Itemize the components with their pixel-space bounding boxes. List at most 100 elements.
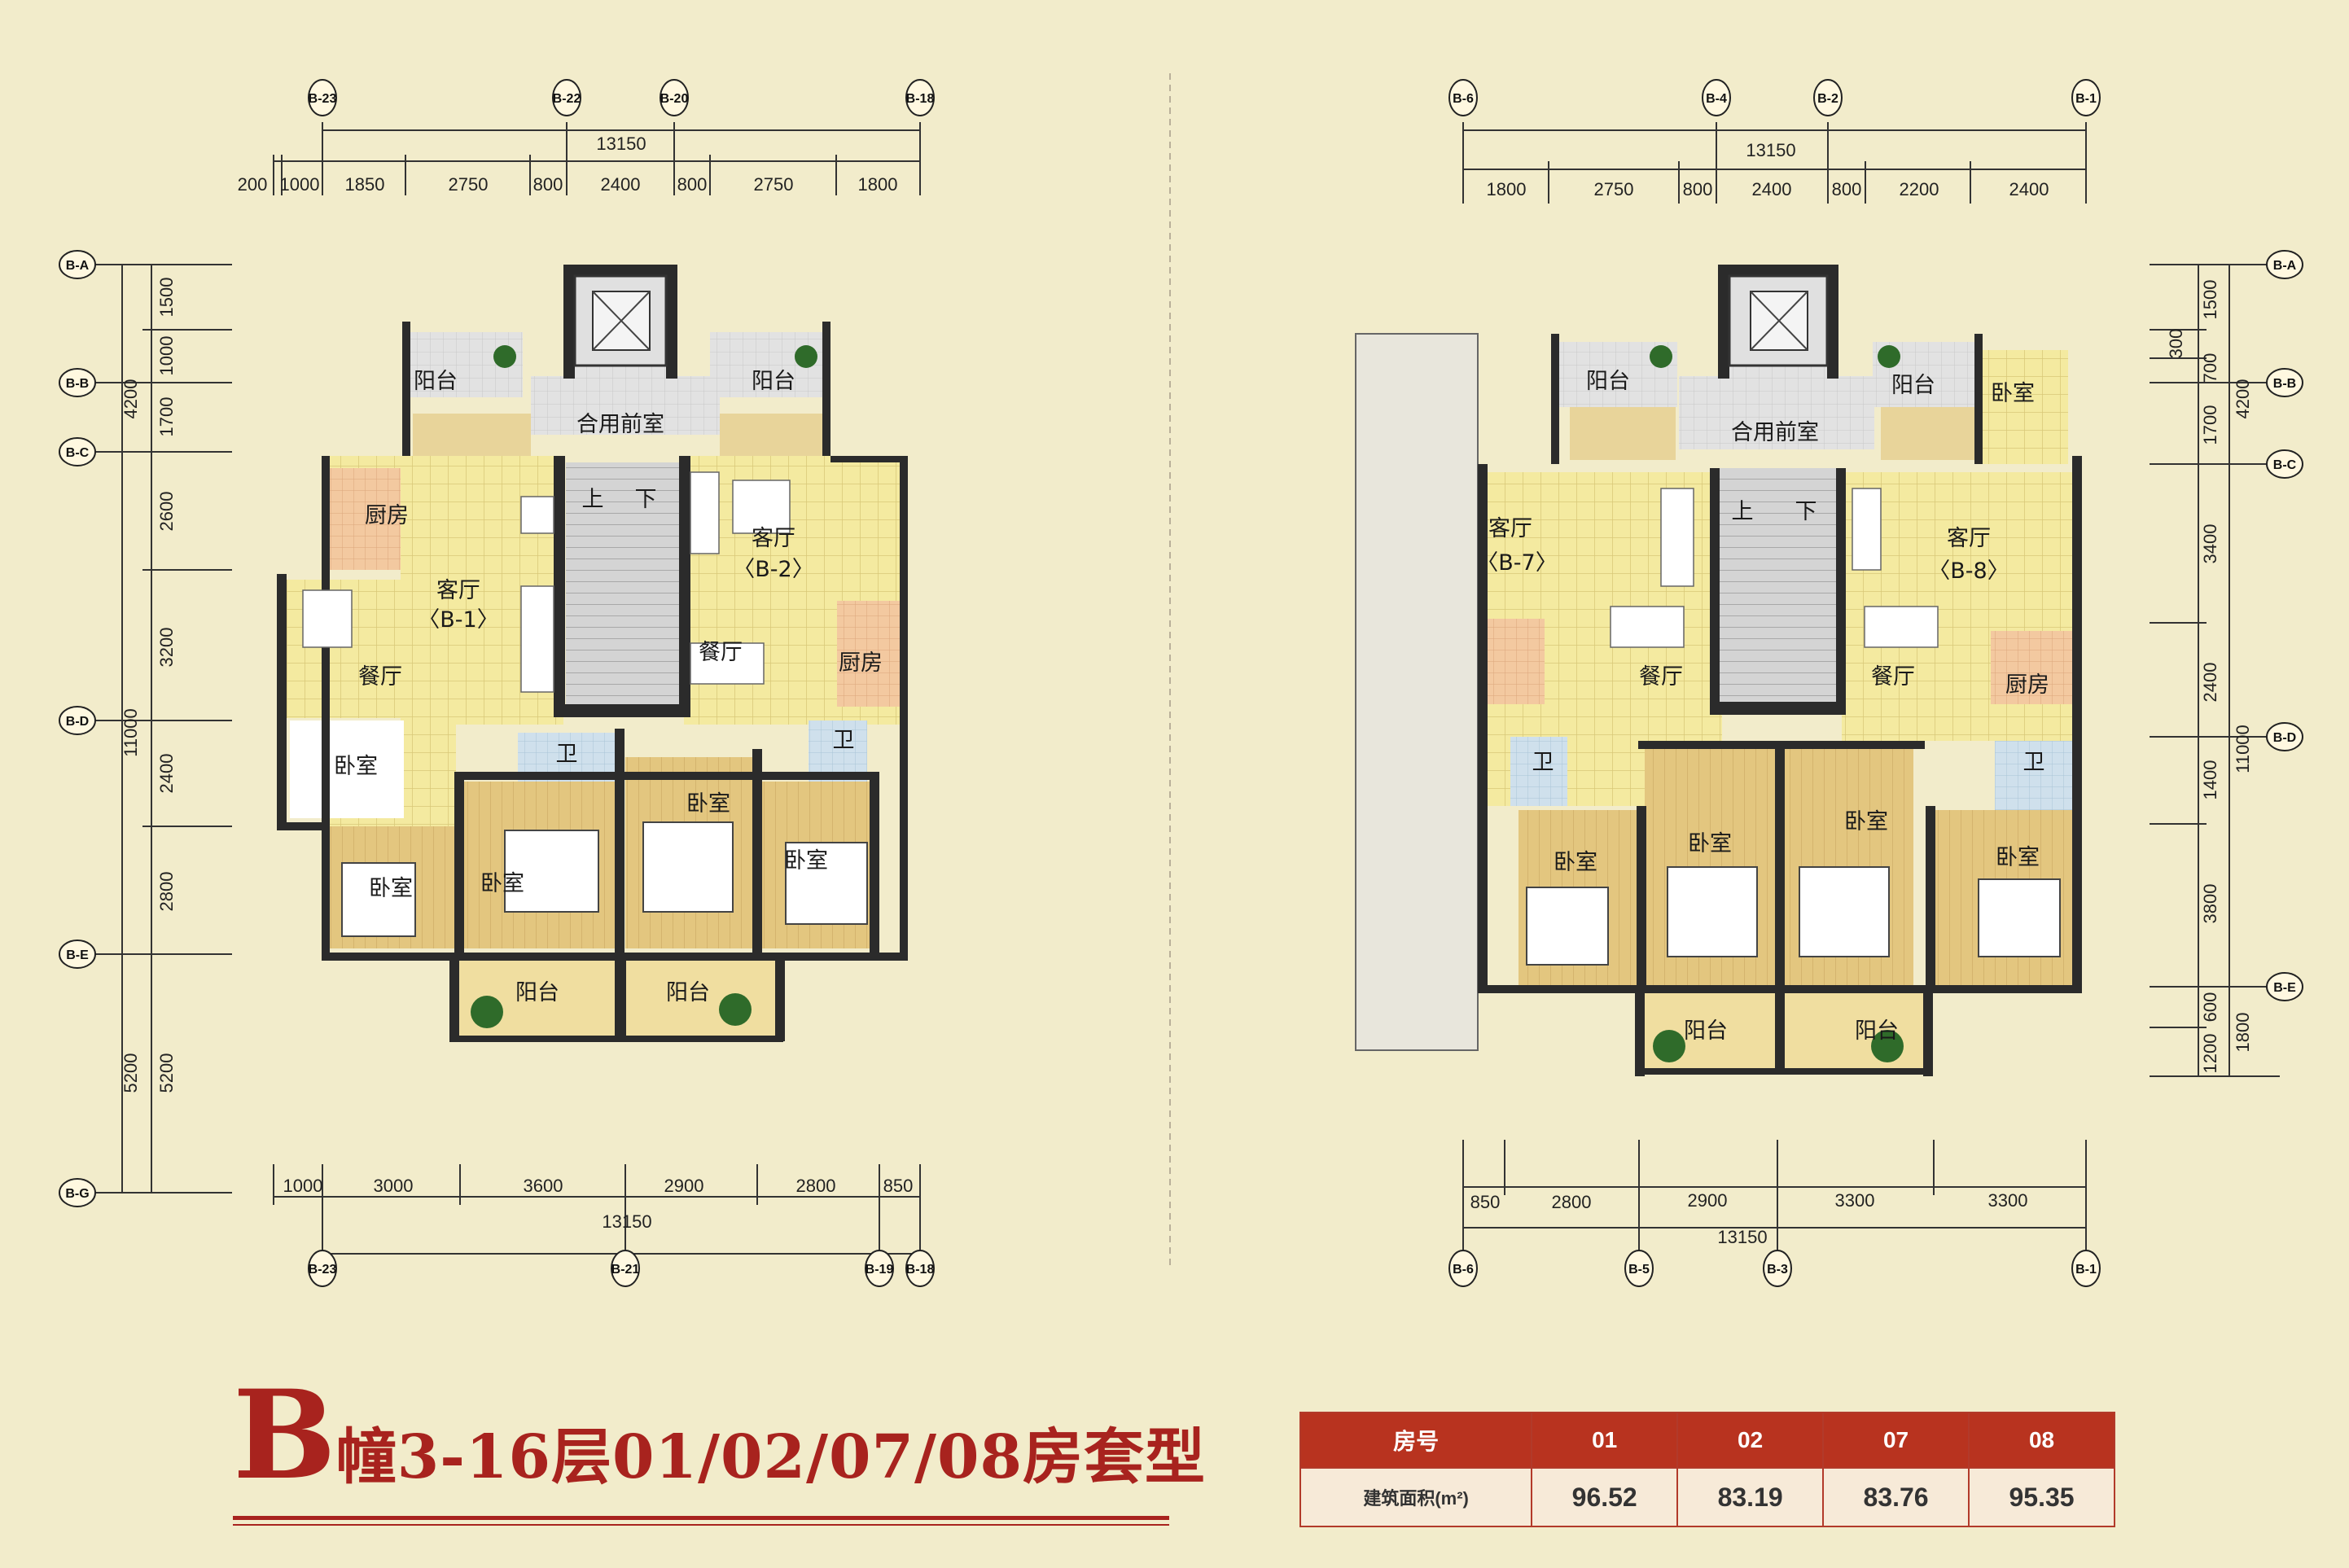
area-table-row: 建筑面积(m²) 96.52 83.19 83.76 95.35	[1299, 1467, 2115, 1527]
dim-bottom-5: 2800	[796, 1176, 836, 1196]
grid-label: B-22	[553, 92, 581, 106]
unit-label: 〈B-1〉	[418, 607, 498, 633]
stair-down-label: 下	[635, 487, 657, 512]
room-dining: 餐厅	[1871, 664, 1915, 690]
dim-left-4: 2600	[156, 492, 177, 532]
room-bedroom: 卧室	[1688, 831, 1732, 856]
grid-label: B-23	[309, 92, 337, 106]
dim-top-6: 2400	[601, 174, 641, 195]
dim-right-8: 3800	[2200, 884, 2220, 924]
room-bedroom: 卧室	[369, 876, 413, 901]
room-balcony: 阳台	[1855, 1018, 1899, 1044]
area-value: 95.35	[1968, 1467, 2115, 1527]
room-bedroom: 卧室	[1844, 809, 1888, 834]
area-value: 83.19	[1676, 1467, 1825, 1527]
area-table-header: 房号 01 02 07 08	[1299, 1412, 2115, 1469]
dim-right-total-3: 1800	[2233, 1013, 2253, 1053]
room-kitchen: 厨房	[2005, 672, 2049, 698]
grid-label: B-D	[2273, 731, 2296, 745]
unit-label: 〈B-7〉	[1476, 550, 1557, 576]
grid-label: B-E	[66, 948, 89, 962]
dim-top-4: 2400	[1752, 179, 1792, 199]
dim-bottom-3: 2900	[1688, 1190, 1728, 1211]
dim-right-3: 700	[2200, 353, 2220, 383]
dim-right-2: 300	[2166, 329, 2186, 359]
room-living: 客厅	[1488, 516, 1532, 541]
page-title: B幢3-16层01/02/07/08房套型	[233, 1374, 1206, 1496]
area-value: 96.52	[1531, 1467, 1679, 1527]
dim-left-7: 2800	[156, 872, 177, 912]
dim-bottom-3: 3600	[524, 1176, 563, 1196]
header-cell: 08	[1968, 1412, 2115, 1469]
room-bedroom: 卧室	[480, 871, 524, 896]
dim-top-2: 2750	[1594, 179, 1634, 199]
dim-right-10: 1200	[2200, 1034, 2220, 1074]
dim-right-9: 600	[2200, 992, 2220, 1023]
room-kitchen: 厨房	[839, 650, 883, 676]
grid-label: B-5	[1628, 1263, 1650, 1277]
grid-label: B-18	[906, 1263, 935, 1277]
dim-right-6: 2400	[2200, 663, 2220, 703]
dim-top-6: 2200	[1900, 179, 1939, 199]
header-cell: 01	[1531, 1412, 1679, 1469]
dim-left-5: 3200	[156, 628, 177, 668]
dim-top-8: 2750	[754, 174, 794, 195]
grid-label: B-18	[906, 92, 935, 106]
dim-right-total-2: 11000	[2233, 725, 2253, 773]
dim-left-total-3: 5200	[121, 1053, 141, 1093]
room-living: 客厅	[436, 578, 480, 603]
dim-bottom-2: 2800	[1552, 1192, 1592, 1212]
grid-label: B-19	[866, 1263, 894, 1277]
dim-bottom-4: 2900	[664, 1176, 704, 1196]
room-dining: 餐厅	[1639, 664, 1683, 690]
dim-top-3: 800	[1683, 179, 1713, 199]
stair-up-label: 上	[582, 487, 604, 512]
grid-label: B-1	[2075, 92, 2097, 106]
grid-label: B-B	[2273, 377, 2296, 391]
dim-right-7: 1400	[2200, 760, 2220, 800]
room-bedroom: 卧室	[784, 848, 828, 874]
dim-top-5: 800	[533, 174, 563, 195]
unit-label: 〈B-2〉	[733, 557, 813, 582]
dim-total-bottom: 13150	[1717, 1227, 1767, 1247]
dim-top-9: 1800	[858, 174, 898, 195]
left-floor-plan: 13150 200 1000 1850 2750 800 2400 800 27…	[59, 79, 935, 1287]
area-table: 房号 01 02 07 08 建筑面积(m²) 96.52 83.19 83.7…	[1299, 1412, 2115, 1527]
room-balcony: 阳台	[1684, 1018, 1728, 1044]
unit-label: 〈B-8〉	[1928, 558, 2009, 584]
dim-left-6: 2400	[156, 754, 177, 794]
dim-total-bottom: 13150	[602, 1211, 651, 1232]
room-bedroom: 卧室	[334, 754, 378, 779]
dim-total-top: 13150	[596, 134, 646, 154]
grid-label: B-21	[611, 1263, 640, 1277]
room-living: 客厅	[1947, 526, 1991, 551]
room-front-hall: 合用前室	[576, 412, 664, 437]
stair-up-label: 上	[1732, 499, 1754, 524]
title-letter: B	[233, 1364, 336, 1507]
grid-label: B-6	[1453, 1263, 1474, 1277]
grid-label: B-1	[2075, 1263, 2097, 1277]
grid-label: B-B	[66, 377, 89, 391]
grid-label: B-A	[2273, 259, 2297, 273]
grid-label: B-4	[1706, 92, 1727, 106]
grid-bubble-top	[308, 79, 935, 116]
room-balcony: 阳台	[414, 369, 458, 394]
stair-down-label: 下	[1795, 499, 1817, 524]
area-value: 83.76	[1822, 1467, 1970, 1527]
room-kitchen: 厨房	[365, 503, 409, 528]
dim-top-4: 2750	[449, 174, 489, 195]
dim-top-7: 800	[677, 174, 708, 195]
dim-top-3: 1850	[345, 174, 385, 195]
grid-label: B-3	[1767, 1263, 1788, 1277]
room-living: 客厅	[752, 526, 795, 551]
dim-top-1: 1800	[1487, 179, 1527, 199]
dim-bottom-2: 3000	[374, 1176, 414, 1196]
grid-label: B-23	[309, 1263, 337, 1277]
dim-right-1: 1500	[2200, 280, 2220, 320]
title-text: 幢3-16层01/02/07/08房套型	[335, 1422, 1206, 1492]
room-bath: 卫	[2023, 750, 2045, 775]
dim-left-total-2: 11000	[121, 708, 141, 757]
grid-label: B-2	[1817, 92, 1838, 106]
header-cell: 07	[1822, 1412, 1970, 1469]
